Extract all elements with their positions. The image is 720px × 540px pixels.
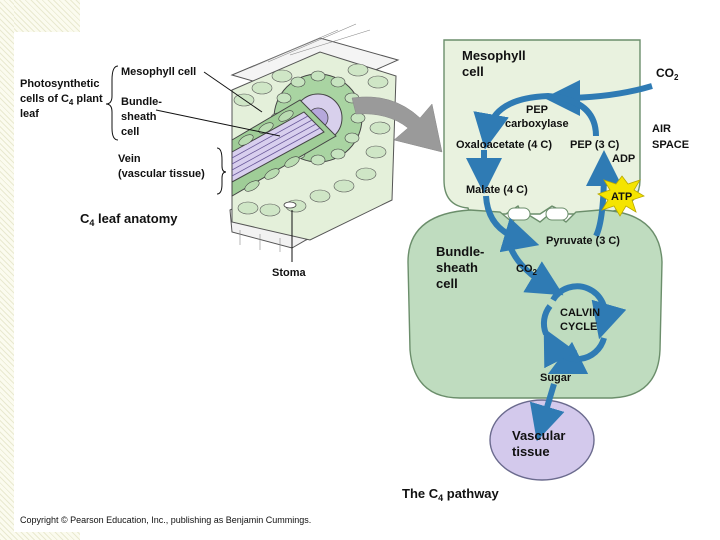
bundle-sheath-cell-shape	[407, 209, 663, 399]
decorative-hatch-bottom	[0, 532, 80, 540]
label-cells-of-c4: cells of C4 plant	[20, 93, 103, 107]
label-carboxylase: carboxylase	[505, 118, 569, 130]
label-photosynthetic: Photosynthetic	[20, 78, 99, 90]
arrow-sugar-to-vascular	[529, 383, 565, 442]
label-co2-mid: CO2	[516, 263, 538, 277]
zoom-pointer-arrow	[351, 96, 443, 153]
label-bundle-sheath-2: sheath	[121, 111, 157, 123]
arrow-pyruvate-to-pep	[585, 150, 622, 238]
label-co2-top: CO2	[656, 66, 679, 82]
label-leaf: leaf	[20, 108, 39, 120]
label-mesophyll-cell-left: Mesophyll cell	[121, 66, 196, 78]
label-pep-3c: PEP (3 C)	[570, 139, 620, 151]
label-sugar: Sugar	[540, 372, 572, 384]
calvin-cycle-ring	[540, 283, 627, 369]
label-cycle: CYCLE	[560, 321, 597, 333]
label-vascular-tissue-left: (vascular tissue)	[118, 168, 205, 180]
decorative-hatch-left	[0, 0, 14, 540]
label-vein: Vein	[118, 153, 141, 165]
label-bundle-sheath-3: cell	[121, 126, 139, 138]
copyright-notice: Copyright © Pearson Education, Inc., pub…	[20, 515, 311, 525]
stoma-opening	[283, 201, 297, 209]
label-space: SPACE	[652, 139, 689, 151]
atp-starburst	[597, 175, 645, 217]
label-malate: Malate (4 C)	[466, 184, 528, 196]
label-mesophyll: Mesophyll	[462, 48, 526, 63]
label-tissue: tissue	[512, 444, 550, 459]
label-adp: ADP	[612, 153, 635, 165]
label-oxaloacetate: Oxaloacetate (4 C)	[456, 139, 552, 151]
label-bundle: Bundle-	[436, 244, 484, 259]
arrow-malate-to-co2	[507, 244, 564, 296]
label-c4-leaf-anatomy: C4 leaf anatomy	[80, 211, 178, 228]
label-atp: ATP	[611, 191, 632, 203]
label-calvin: CALVIN	[560, 307, 600, 319]
label-mesophyll-cell-word: cell	[462, 64, 484, 79]
label-stoma: Stoma	[272, 267, 307, 279]
label-bundle-sheath-1: Bundle-	[121, 96, 162, 108]
label-vascular: Vascular	[512, 428, 566, 443]
label-bundle-cell: cell	[436, 276, 458, 291]
leaf-anatomy-illustration	[229, 23, 400, 252]
label-air: AIR	[652, 123, 671, 135]
vein-bundle	[231, 99, 337, 197]
arrow-pep-cycle	[473, 92, 599, 150]
arrow-malate-to-pyruvate	[483, 195, 540, 253]
label-brackets	[105, 65, 293, 262]
label-sheath: sheath	[436, 260, 478, 275]
label-pyruvate: Pyruvate (3 C)	[546, 235, 620, 247]
label-c4-pathway: The C4 pathway	[402, 486, 500, 503]
label-pep: PEP	[526, 104, 548, 116]
